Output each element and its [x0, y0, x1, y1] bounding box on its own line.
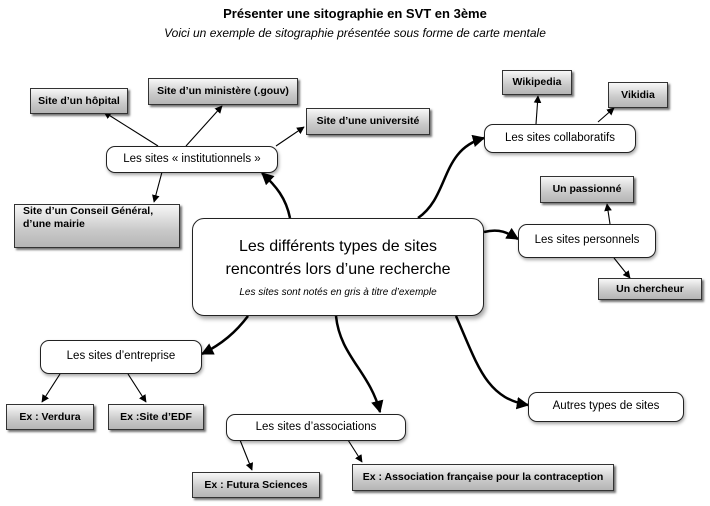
category-entreprise: Les sites d’entreprise: [40, 340, 202, 374]
category-autres: Autres types de sites: [528, 392, 684, 422]
arrow-hopital: [103, 111, 159, 147]
arrow-chercheur: [613, 257, 631, 279]
example-vikidia: Vikidia: [608, 82, 668, 108]
arrow-conseil: [152, 171, 163, 203]
example-conseil: Site d’un Conseil Général, d’une mairie: [14, 204, 180, 248]
diagram-title: Présenter une sitographie en SVT en 3ème: [223, 6, 487, 21]
example-wikipedia: Wikipedia: [502, 70, 572, 95]
example-chercheur: Un chercheur: [598, 278, 702, 300]
category-personnels: Les sites personnels: [518, 224, 656, 258]
arrow-verdura: [41, 373, 61, 403]
central-topic-line-2: rencontrés lors d’une recherche: [225, 261, 451, 278]
example-passionne: Un passionné: [540, 176, 634, 203]
branch-institutionnels: [261, 172, 292, 219]
arrow-vikidia: [597, 107, 615, 123]
arrow-universite: [275, 126, 305, 147]
arrow-wikipedia: [533, 95, 542, 125]
example-conseil-line-1: Site d’un Conseil Général,: [23, 205, 154, 217]
category-associations: Les sites d’associations: [226, 414, 406, 441]
branch-personnels: [483, 227, 520, 241]
arrow-passionne: [604, 203, 612, 225]
central-topic: Les différents types de sites rencontrés…: [192, 218, 484, 316]
arrow-futura: [239, 439, 254, 471]
arrow-ministere: [185, 105, 223, 147]
example-verdura: Ex : Verdura: [6, 404, 94, 430]
example-conseil-line-2: d’une mairie: [23, 217, 85, 230]
arrow-contraception: [347, 439, 363, 463]
example-ministere: Site d’un ministère (.gouv): [148, 78, 298, 105]
branch-autres: [454, 315, 530, 410]
central-topic-note: Les sites sont notés en gris à titre d’e…: [239, 287, 437, 299]
example-contraception: Ex : Association française pour la contr…: [352, 464, 614, 491]
example-universite: Site d’une université: [306, 108, 430, 135]
category-collaboratifs: Les sites collaboratifs: [484, 124, 636, 153]
example-edf: Ex :Site d’EDF: [108, 404, 204, 430]
diagram-subtitle: Voici un exemple de sitographie présenté…: [164, 26, 546, 40]
example-futura: Ex : Futura Sciences: [192, 472, 320, 498]
arrow-edf: [127, 373, 147, 403]
example-hopital: Site d’un hôpital: [30, 88, 128, 114]
branch-associations: [334, 315, 384, 414]
central-topic-line-1: Les différents types de sites: [238, 237, 438, 255]
branch-entreprise: [200, 315, 249, 356]
branch-collaboratifs: [417, 134, 486, 220]
category-institutionnels: Les sites « institutionnels »: [106, 146, 278, 173]
